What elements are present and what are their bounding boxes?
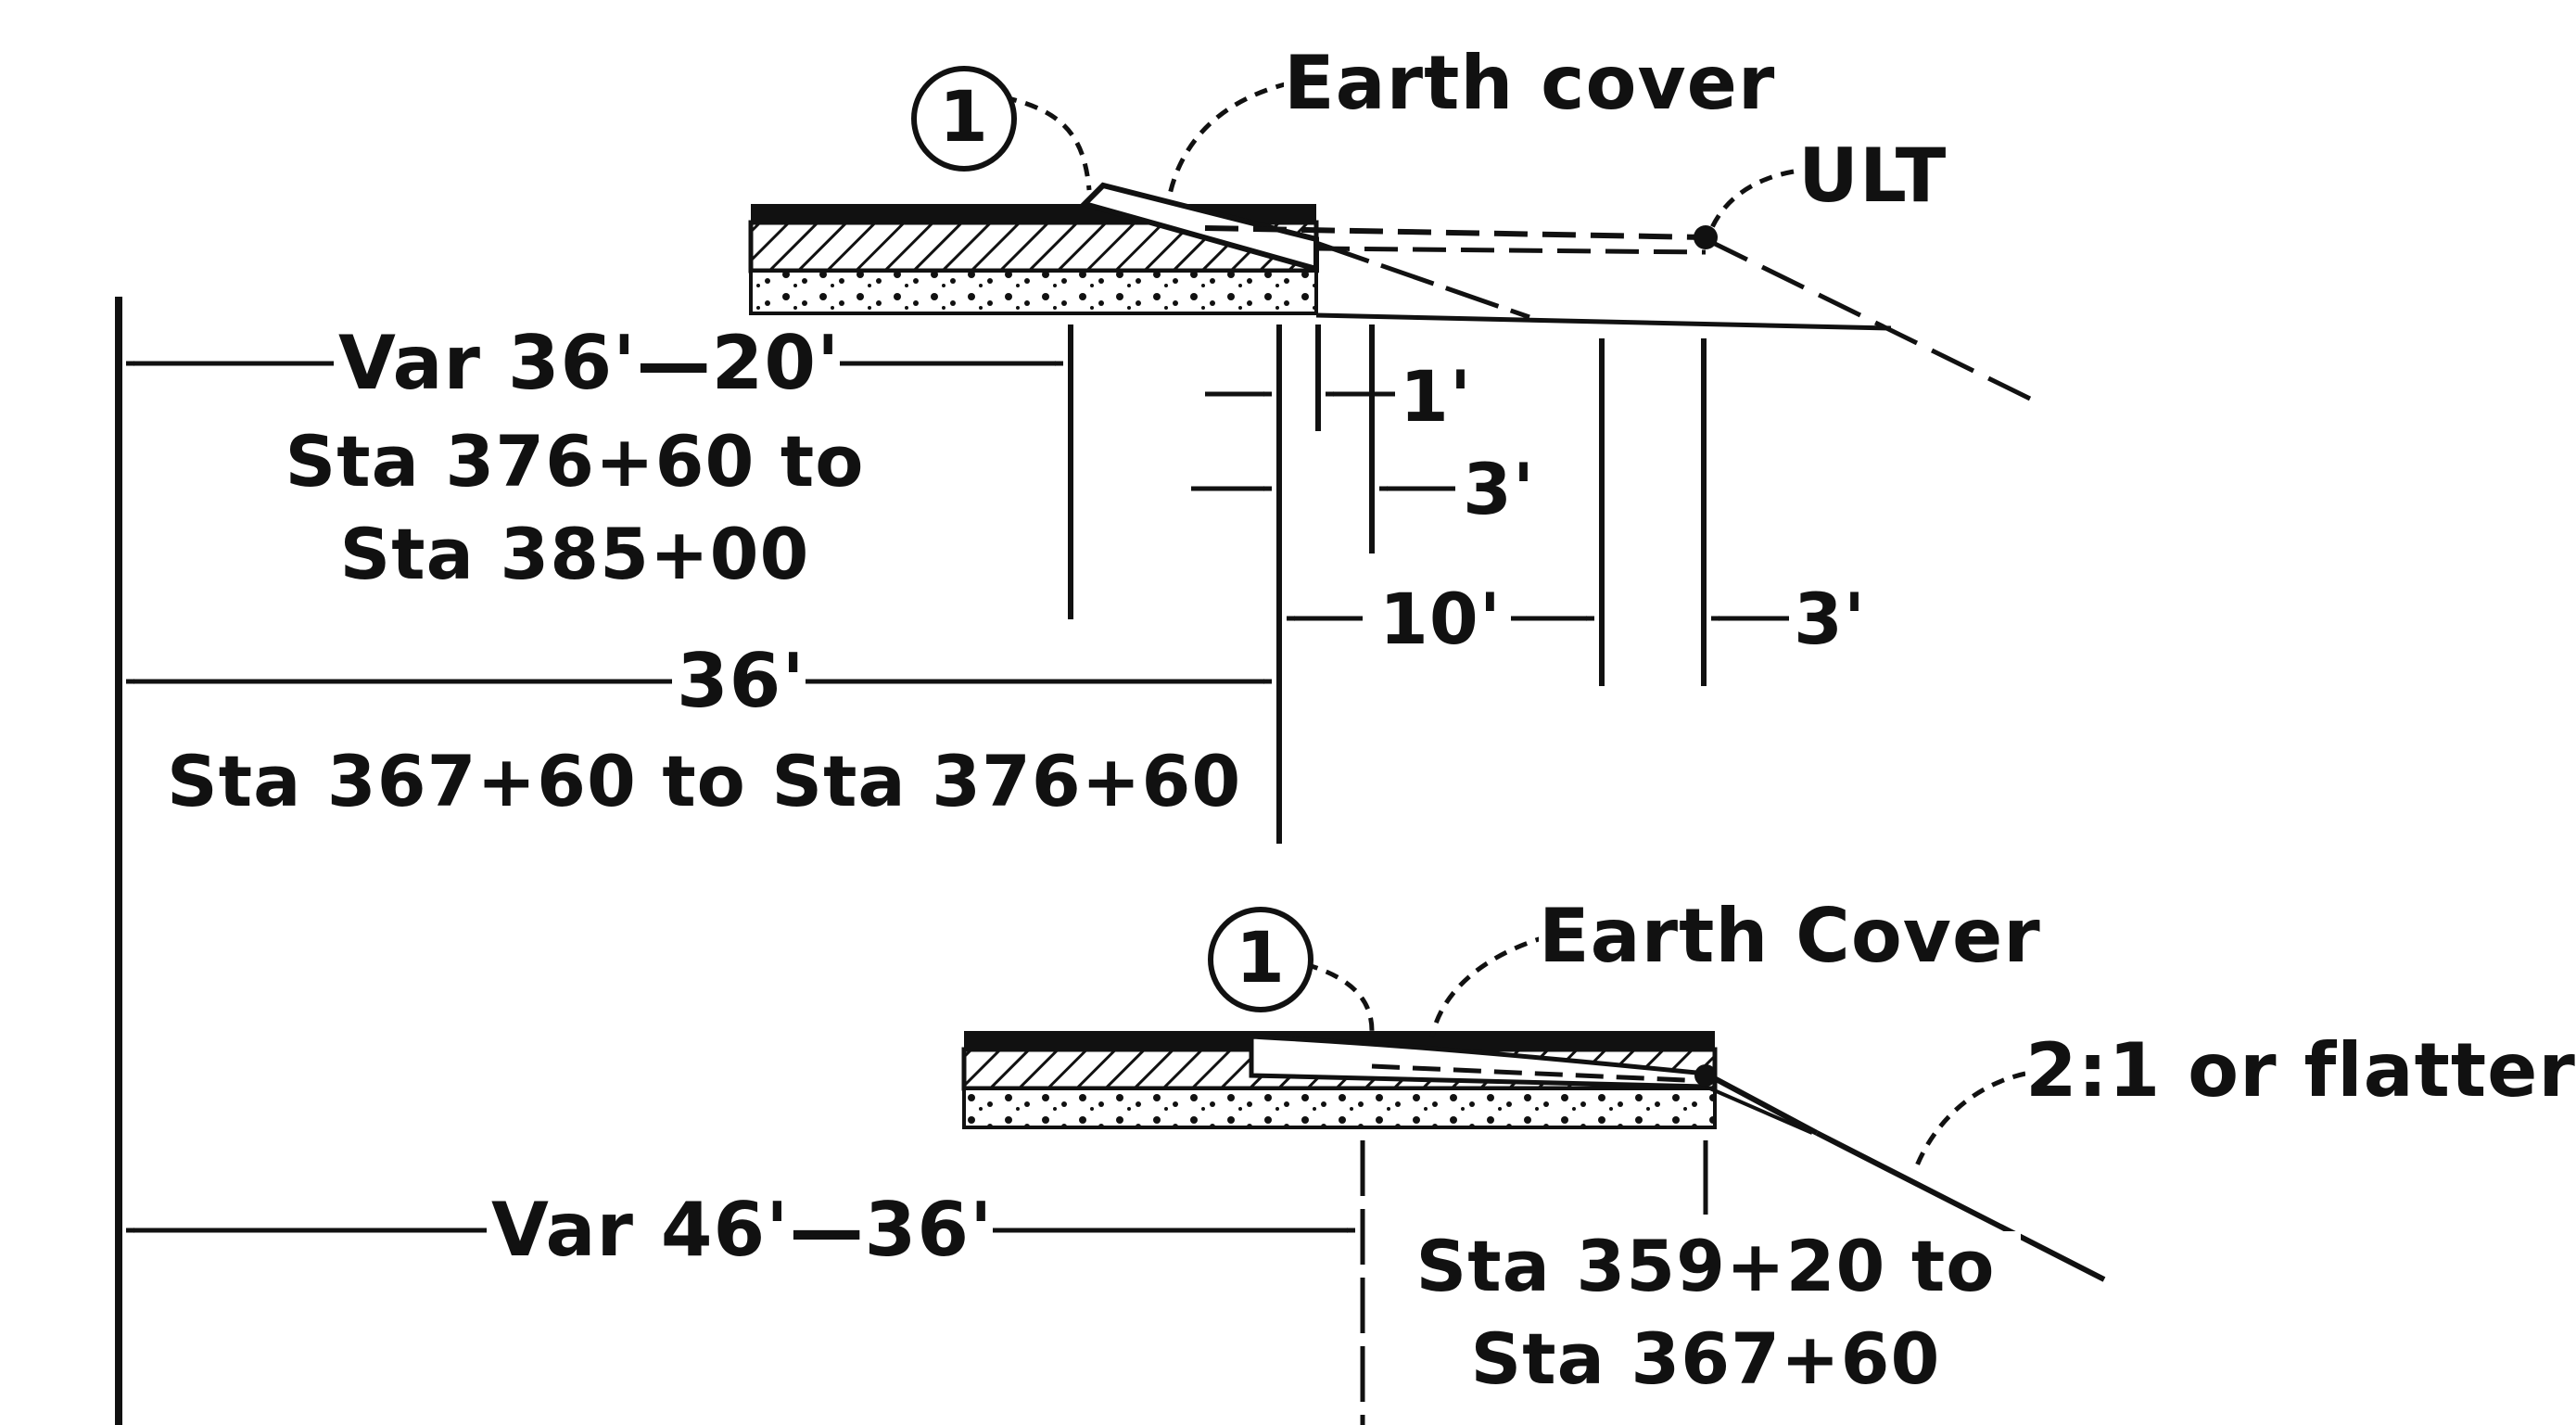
upper-var-station-line-1: Sta 376+60 to — [278, 426, 871, 497]
lower-station-line-1: Sta 359+20 to — [1390, 1231, 2021, 1302]
dim-10ft-label: 10' — [1379, 578, 1503, 660]
lower-var-width-label: Var 46'—36' — [491, 1187, 994, 1273]
upper-extension-lines — [1068, 324, 1707, 844]
fixed-stations-label: Sta 367+60 to Sta 376+60 — [167, 740, 1242, 822]
upper-callout-number: 1 — [939, 75, 989, 158]
ult-label: ULT — [1798, 133, 1948, 219]
upper-earth-cover-label: Earth cover — [1284, 40, 1776, 126]
fixed-width-label: 36' — [677, 638, 806, 724]
slope-label: 2:1 or flatter — [2025, 1027, 2576, 1113]
lower-hinge-point — [1694, 1064, 1717, 1087]
upper-dimension-lines — [126, 361, 1789, 684]
lower-extension-lines — [1360, 1140, 1708, 1425]
lower-earth-cover-label: Earth Cover — [1539, 893, 2041, 979]
upper-pavement-section — [748, 66, 2032, 401]
lower-pavement-section — [961, 907, 2106, 1282]
lower-callout-number: 1 — [1236, 916, 1286, 999]
dim-3ft-a-label: 3' — [1463, 448, 1536, 530]
upper-var-width-label: Var 36'—20' — [338, 320, 841, 406]
lower-callout-circle — [1208, 907, 1313, 1012]
upper-callout-circle — [911, 66, 1017, 172]
ult-point — [1694, 225, 1718, 249]
dim-3ft-b-label: 3' — [1794, 578, 1867, 660]
lower-station-line-2: Sta 367+60 — [1390, 1324, 2021, 1394]
upper-var-station-line-2: Sta 385+00 — [278, 519, 871, 590]
dim-1ft-label: 1' — [1400, 355, 1473, 438]
